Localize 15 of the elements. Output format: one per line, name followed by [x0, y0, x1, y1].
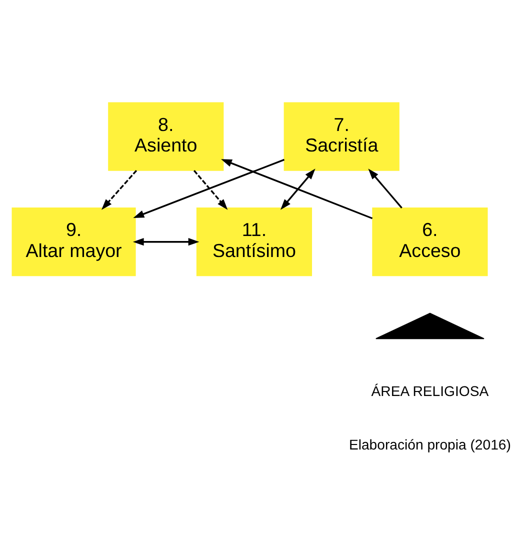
arrow: [280, 168, 316, 210]
label: ÁREA RELIGIOSA: [371, 382, 489, 398]
node-box: 11. Santísimo: [196, 207, 312, 276]
node-triangle: [375, 312, 484, 339]
node-box: 7. Sacristía: [284, 102, 400, 170]
node-box: 8. Asiento: [108, 102, 224, 170]
node-box: 6. Acceso: [372, 207, 488, 276]
arrow: [193, 170, 228, 210]
node-box: 9. Altar mayor: [12, 207, 136, 276]
arrow: [133, 158, 285, 218]
arrow: [132, 238, 200, 246]
arrow: [101, 170, 138, 210]
arrow: [221, 158, 373, 219]
label: Elaboración propia (2016): [348, 436, 511, 452]
arrow: [368, 168, 402, 208]
